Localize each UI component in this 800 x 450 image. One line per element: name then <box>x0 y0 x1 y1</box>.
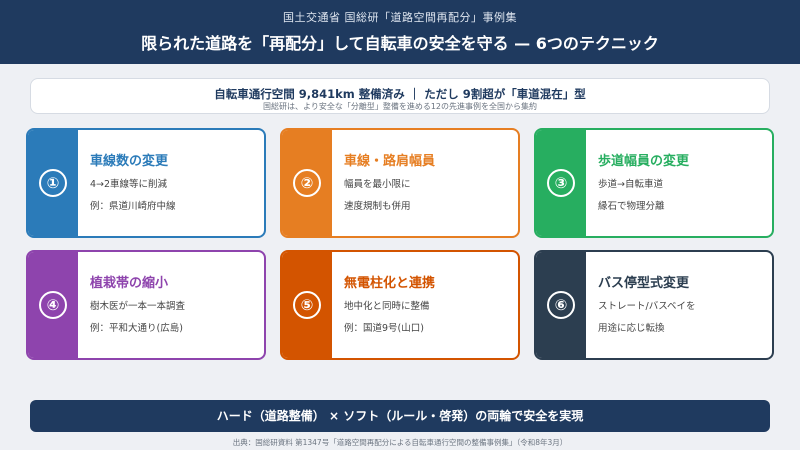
card-line-1: 歩道→自転車道 <box>598 179 663 190</box>
card-line-2: 例：国道9号(山口) <box>344 323 424 334</box>
header-subtitle: 国土交通省 国総研「道路空間再配分」事例集 <box>283 11 517 24</box>
card-number: ⑤ <box>293 291 321 319</box>
card-line-1: 幅員を最小限に <box>344 179 411 190</box>
card-number-panel: ③ <box>536 130 586 236</box>
card-title: 車線数の変更 <box>90 154 169 169</box>
card-number: ② <box>293 169 321 197</box>
card-number: ④ <box>39 291 67 319</box>
header-banner: 国土交通省 国総研「道路空間再配分」事例集 限られた道路を「再配分」して自転車の… <box>0 0 800 64</box>
summary-main: 自転車通行空間 9,841km 整備済み ｜ ただし 9割超が「車道混在」型 <box>214 87 586 101</box>
card-number: ⑥ <box>547 291 575 319</box>
summary-sub: 国総研は、より安全な「分離型」整備を進める12の先進事例を全国から集約 <box>262 102 538 111</box>
technique-card-1: ① 車線数の変更 4→2車線等に削減 例：県道川崎府中線 <box>26 128 266 238</box>
technique-card-6: ⑥ バス停型式変更 ストレート/バスベイを 用途に応じ転換 <box>534 250 774 360</box>
source-citation: 出典：国総研資料 第1347号「道路空間再配分による自転車通行空間の整備事例集」… <box>232 438 568 447</box>
card-line-2: 例：県道川崎府中線 <box>90 201 176 212</box>
card-number-panel: ⑤ <box>282 252 332 358</box>
card-line-2: 用途に応じ転換 <box>598 323 665 334</box>
summary-box: 自転車通行空間 9,841km 整備済み ｜ ただし 9割超が「車道混在」型 国… <box>30 78 770 114</box>
card-number: ① <box>39 169 67 197</box>
card-title: 無電柱化と連携 <box>344 276 436 291</box>
card-line-1: ストレート/バスベイを <box>598 301 696 312</box>
card-title: 車線・路肩幅員 <box>344 154 436 169</box>
card-number-panel: ④ <box>28 252 78 358</box>
card-line-2: 例：平和大通り(広島) <box>90 323 183 334</box>
card-line-1: 地中化と同時に整備 <box>344 301 430 312</box>
technique-card-2: ② 車線・路肩幅員 幅員を最小限に 速度規制も併用 <box>280 128 520 238</box>
card-number: ③ <box>547 169 575 197</box>
card-line-2: 速度規制も併用 <box>344 201 411 212</box>
footer-banner: ハード（道路整備） × ソフト（ルール・啓発）の両輪で安全を実現 <box>30 400 770 432</box>
page-title: 限られた道路を「再配分」して自転車の安全を守る — 6つのテクニック <box>141 34 659 53</box>
technique-card-4: ④ 植栽帯の縮小 樹木医が一本一本調査 例：平和大通り(広島) <box>26 250 266 360</box>
card-title: 植栽帯の縮小 <box>90 276 169 291</box>
card-title: バス停型式変更 <box>598 276 690 291</box>
card-line-1: 樹木医が一本一本調査 <box>90 301 186 312</box>
technique-card-3: ③ 歩道幅員の変更 歩道→自転車道 縁石で物理分離 <box>534 128 774 238</box>
technique-card-5: ⑤ 無電柱化と連携 地中化と同時に整備 例：国道9号(山口) <box>280 250 520 360</box>
card-number-panel: ⑥ <box>536 252 586 358</box>
card-line-1: 4→2車線等に削減 <box>90 179 168 190</box>
card-number-panel: ① <box>28 130 78 236</box>
card-title: 歩道幅員の変更 <box>598 154 690 169</box>
card-line-2: 縁石で物理分離 <box>598 201 665 212</box>
card-number-panel: ② <box>282 130 332 236</box>
